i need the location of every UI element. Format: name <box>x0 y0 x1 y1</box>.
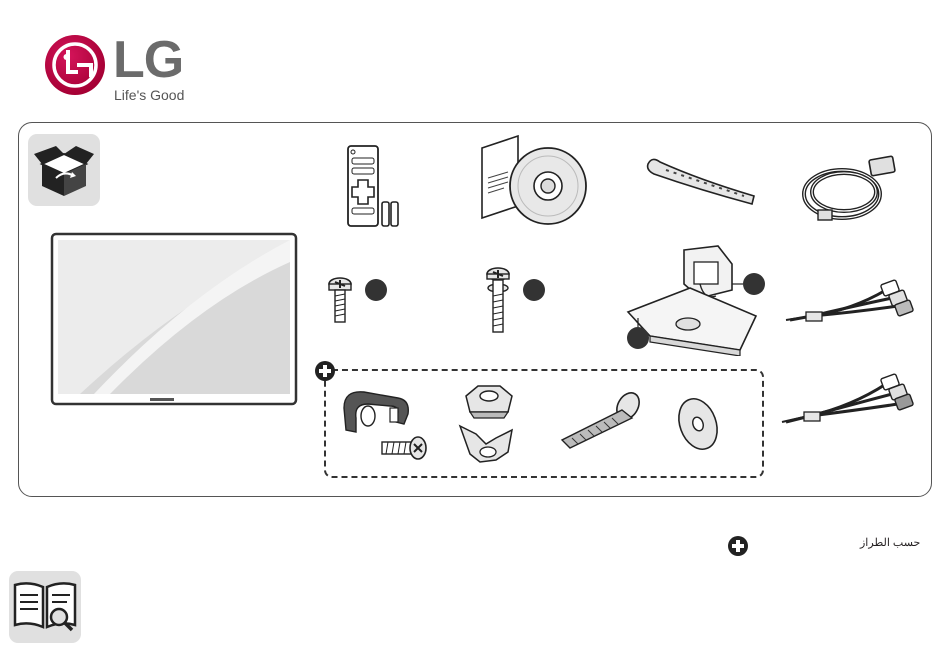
cable-clip-screw-icon <box>338 384 438 464</box>
remote-control-batteries-icon <box>340 144 412 228</box>
manual-cd-icon <box>478 132 592 230</box>
model-note: حسب الطراز <box>860 536 920 549</box>
plus-icon <box>314 360 336 382</box>
brand-slogan: Life's Good <box>114 87 184 103</box>
lg-logo-icon <box>44 34 106 96</box>
manual-book-icon <box>9 571 81 643</box>
cable-holder-icon <box>640 150 760 210</box>
power-cord-icon <box>798 148 908 228</box>
stand-base-body-icon <box>620 244 770 356</box>
brand-name: LG <box>113 30 183 90</box>
wing-nut-icon <box>456 378 522 472</box>
av-cable-icon <box>782 276 922 330</box>
footer-plus-icon <box>727 535 749 557</box>
component-cable-icon <box>778 372 924 432</box>
stand-screw-long-icon <box>482 264 552 336</box>
bolt-icon <box>556 388 648 452</box>
tv-icon <box>50 232 298 412</box>
washer-icon <box>674 394 722 454</box>
lg-logo: LG Life's Good <box>40 30 200 110</box>
stand-screw-short-icon <box>322 272 392 328</box>
box-icon <box>28 134 100 206</box>
